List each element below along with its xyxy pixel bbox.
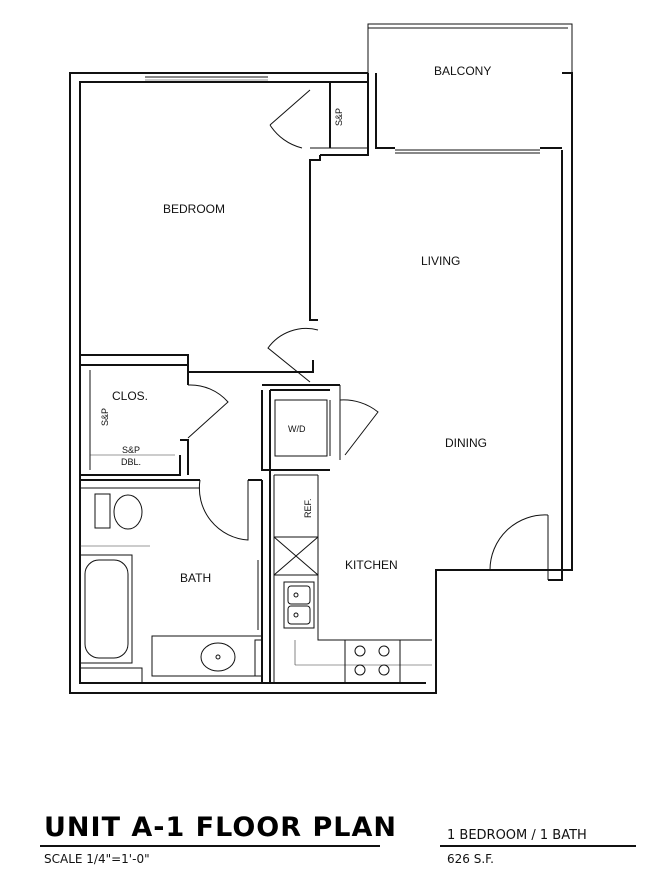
label-living: LIVING <box>421 254 460 268</box>
label-shelf-pole-dbl: S&P <box>122 445 140 455</box>
plan-area: 626 S.F. <box>447 852 494 866</box>
label-double: DBL. <box>121 457 141 467</box>
label-bath: BATH <box>180 571 211 585</box>
exterior-walls <box>69 23 573 694</box>
label-shelf-pole-top: S&P <box>334 108 344 126</box>
doors <box>187 89 549 580</box>
unit-type-underline <box>440 845 636 847</box>
plan-title: UNIT A-1 FLOOR PLAN <box>44 812 397 843</box>
interior-walls <box>79 82 432 684</box>
label-balcony: BALCONY <box>434 64 491 78</box>
title-underline <box>40 845 380 847</box>
label-bedroom: BEDROOM <box>163 202 225 216</box>
bath-fixtures <box>79 493 263 684</box>
label-closet: CLOS. <box>112 389 148 403</box>
label-refrigerator: REF. <box>303 498 313 518</box>
label-kitchen: KITCHEN <box>345 558 398 572</box>
label-shelf-pole-closet: S&P <box>100 408 110 426</box>
plan-scale: SCALE 1/4"=1'-0" <box>44 852 150 866</box>
label-dining: DINING <box>445 436 487 450</box>
label-washer-dryer: W/D <box>288 424 306 434</box>
unit-type: 1 BEDROOM / 1 BATH <box>447 828 587 843</box>
